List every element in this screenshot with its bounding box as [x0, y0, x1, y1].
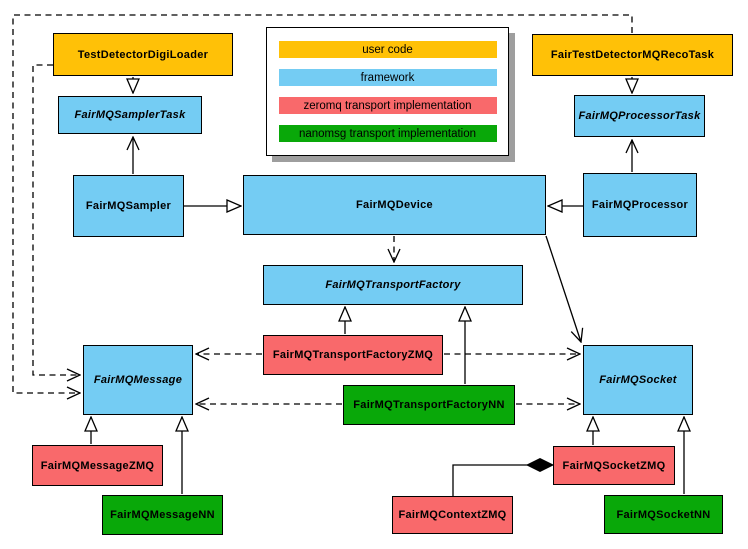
class-box-fairmq-message-zmq: FairMQMessageZMQ	[32, 445, 163, 486]
class-label: FairMQMessage	[93, 374, 183, 386]
class-box-fairmq-transport-factory-zmq: FairMQTransportFactoryZMQ	[263, 335, 443, 375]
class-box-fairmq-message: FairMQMessage	[83, 345, 193, 415]
edge-fairmq-device-to-fairmq-socket	[545, 235, 581, 342]
class-label: FairMQSampler	[85, 200, 172, 212]
legend-item-label: nanomsg transport implementation	[298, 127, 477, 140]
class-box-test-detector-digi-loader: TestDetectorDigiLoader	[53, 33, 233, 76]
class-label: FairMQMessageNN	[110, 509, 215, 521]
edge-fairmq-context-zmq-to-fairmq-socket-zmq	[452, 464, 528, 496]
class-label: FairMQSocketNN	[616, 508, 711, 521]
legend-item-label: zeromq transport implementation	[303, 99, 472, 112]
class-label: FairMQMessageZMQ	[40, 459, 155, 472]
class-box-fairmq-context-zmq: FairMQContextZMQ	[392, 496, 513, 534]
class-label: FairMQTransportFactoryNN	[353, 399, 505, 411]
class-label: FairMQSocketZMQ	[562, 459, 666, 472]
class-box-fairmq-socket-nn: FairMQSocketNN	[604, 495, 723, 534]
class-box-fairmq-processor: FairMQProcessor	[583, 173, 697, 237]
legend-item-nanomsg: nanomsg transport implementation	[278, 125, 497, 142]
class-label: FairMQProcessorTask	[578, 110, 701, 122]
class-box-fairmq-processor-task: FairMQProcessorTask	[574, 95, 705, 137]
class-box-fairmq-transport-factory-nn: FairMQTransportFactoryNN	[343, 385, 515, 425]
class-label: FairMQSamplerTask	[74, 109, 186, 121]
legend-item-framework: framework	[278, 69, 497, 86]
legend: user code framework zeromq transport imple…	[266, 27, 509, 156]
class-box-fair-test-detector-mq-reco-task: FairTestDetectorMQRecoTask	[532, 34, 733, 76]
class-box-fairmq-socket-zmq: FairMQSocketZMQ	[553, 446, 675, 485]
class-label: FairTestDetectorMQRecoTask	[550, 49, 715, 61]
class-label: FairMQContextZMQ	[398, 509, 507, 521]
class-label: TestDetectorDigiLoader	[77, 48, 209, 61]
class-box-fairmq-message-nn: FairMQMessageNN	[102, 495, 223, 535]
legend-item-label: framework	[360, 71, 415, 84]
class-box-fairmq-sampler: FairMQSampler	[73, 175, 184, 237]
class-box-fairmq-device: FairMQDevice	[243, 175, 546, 235]
class-label: FairMQDevice	[356, 199, 433, 211]
class-label: FairMQProcessor	[591, 199, 689, 211]
class-label: FairMQTransportFactory	[325, 279, 461, 291]
legend-item-label: user code	[362, 43, 413, 56]
legend-item-zeromq: zeromq transport implementation	[278, 97, 497, 114]
class-box-fairmq-socket: FairMQSocket	[583, 345, 693, 415]
composition-diamond-icon	[525, 457, 555, 473]
class-box-fairmq-sampler-task: FairMQSamplerTask	[58, 96, 202, 134]
class-label: FairMQSocket	[599, 374, 677, 386]
legend-item-user-code: user code	[278, 41, 497, 58]
class-box-fairmq-transport-factory: FairMQTransportFactory	[263, 265, 523, 305]
class-label: FairMQTransportFactoryZMQ	[272, 349, 434, 361]
